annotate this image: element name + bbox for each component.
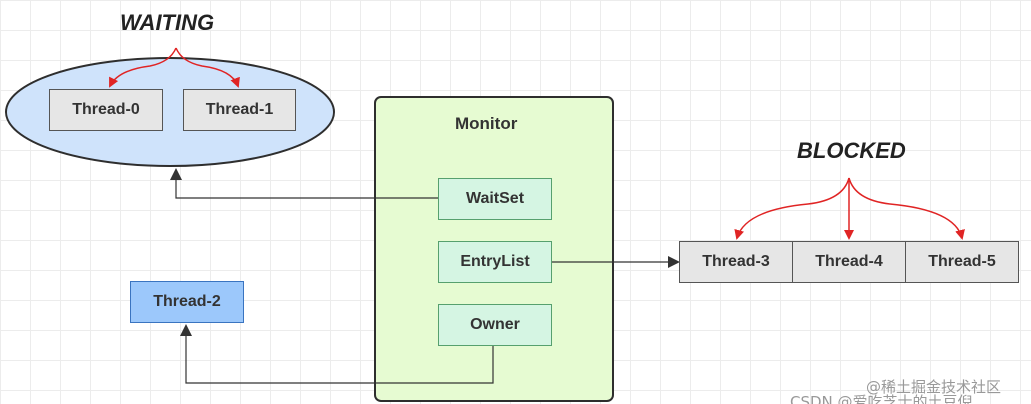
waitset-box: WaitSet <box>438 178 552 220</box>
thread-5-box: Thread-5 <box>905 241 1019 283</box>
waiting-arrow-right <box>175 47 240 88</box>
waiting-arrow-left <box>109 47 177 88</box>
thread-1-box: Thread-1 <box>183 89 296 131</box>
waiting-label: WAITING <box>120 10 215 35</box>
watermark-csdn: CSDN @爱吃芝士的土豆倪 <box>790 393 973 404</box>
entrylist-box: EntryList <box>438 241 552 283</box>
thread-4-box: Thread-4 <box>792 241 906 283</box>
monitor-title: Monitor <box>455 114 518 133</box>
owner-connector <box>180 324 494 384</box>
waiting-ellipse <box>5 57 335 167</box>
blocked-arrow-right <box>848 177 965 240</box>
thread-3-box: Thread-3 <box>679 241 793 283</box>
owner-box: Owner <box>438 304 552 346</box>
thread-0-box: Thread-0 <box>49 89 163 131</box>
waitset-connector <box>170 168 438 199</box>
blocked-label: BLOCKED <box>797 138 906 163</box>
blocked-arrow-left <box>734 177 850 240</box>
watermark-juejin: @稀土掘金技术社区 <box>866 378 1002 396</box>
thread-2-box: Thread-2 <box>130 281 244 323</box>
